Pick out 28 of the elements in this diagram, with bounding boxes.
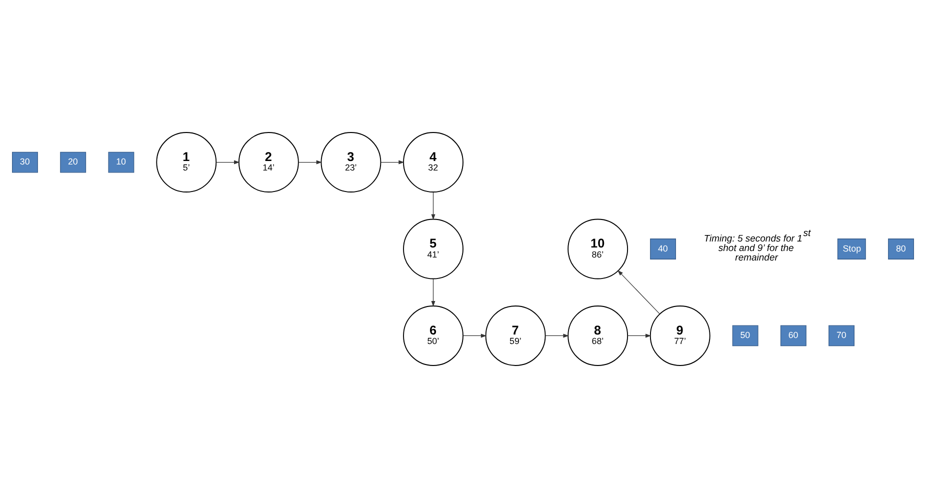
node-box: 80 [888,238,914,259]
node-circle: 9 77’ [650,305,710,366]
arrow [431,191,436,220]
arrow [431,278,436,306]
node-circle: 8 68’ [568,305,628,366]
node-box: Stop [837,238,866,259]
node-circle: 4 32 [403,132,464,192]
arrow [545,333,569,338]
node-box: 30 [12,151,38,172]
node-box: 40 [650,238,676,259]
arrow [380,160,404,164]
node-circle: 10 86’ [568,218,628,279]
node-box: 70 [828,324,854,346]
arrow [627,333,652,338]
node-circle: 2 14’ [238,132,299,192]
node-circle: 3 23’ [320,132,382,192]
arrow [298,160,322,164]
node-box: 60 [780,324,806,346]
node-box: 50 [732,324,758,346]
node-circle: 6 50’ [403,305,464,366]
arrow [216,160,240,164]
node-box: 10 [108,151,134,172]
node-circle: 1 5’ [156,132,217,192]
arrow [618,270,660,314]
node-circle: 5 41’ [403,218,464,279]
node-box: 20 [60,151,86,172]
arrow [462,333,487,338]
node-circle: 7 59’ [485,305,546,366]
